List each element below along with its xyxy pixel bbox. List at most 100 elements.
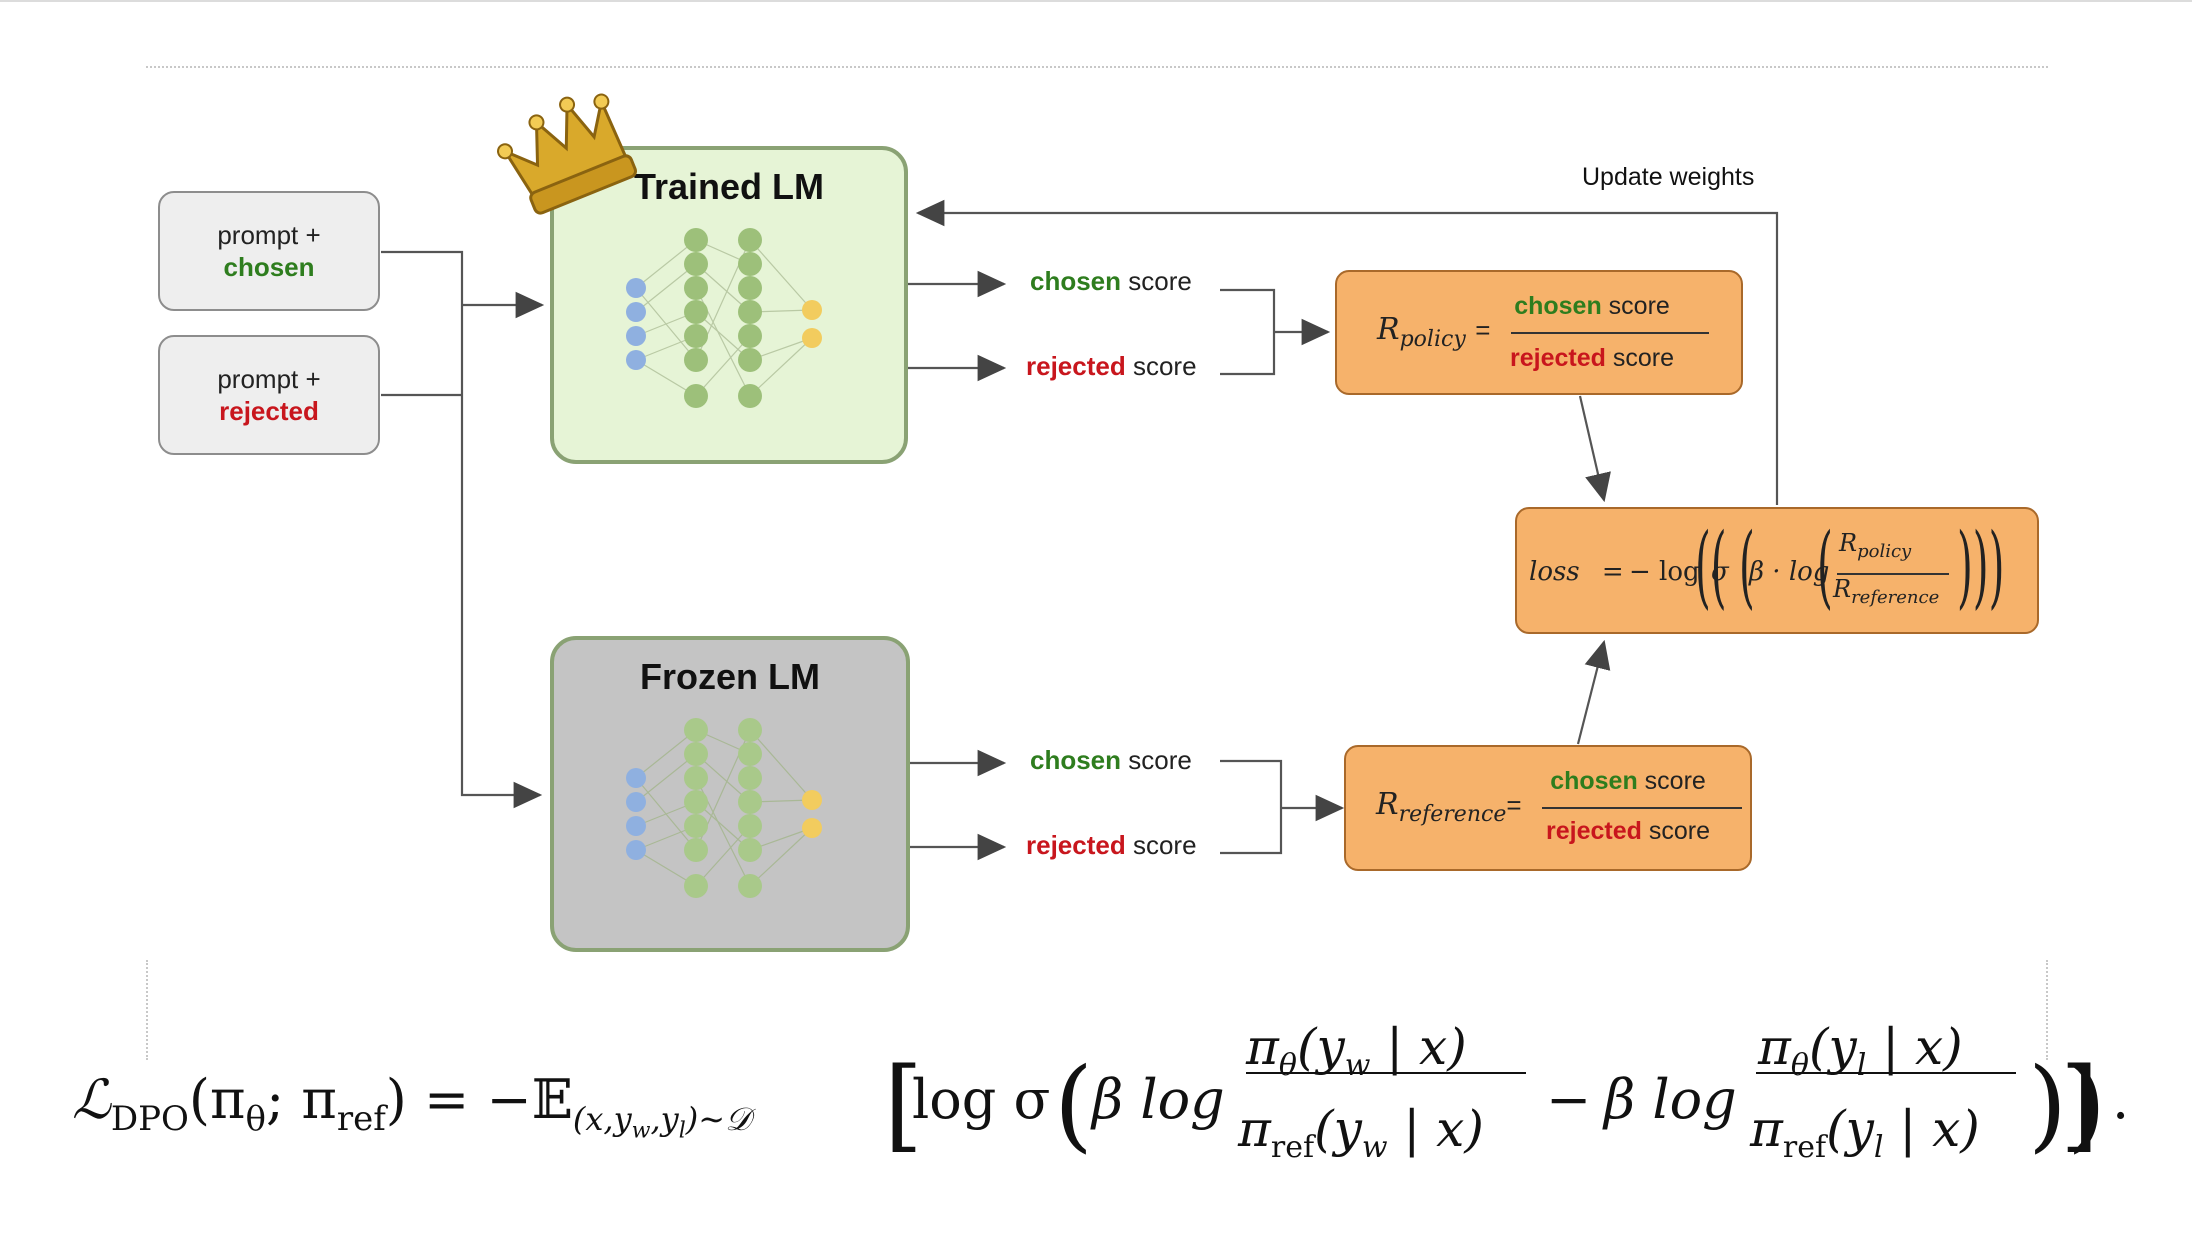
r-subscript: reference xyxy=(1398,802,1507,827)
chosen-word: chosen xyxy=(1514,292,1602,320)
fraction-bar xyxy=(1511,332,1709,334)
dpo-loss-formula: ℒDPO(πθ; πref) = −𝔼(x,yw,yl)∼𝒟 xyxy=(72,1068,751,1143)
crown-icon xyxy=(497,93,637,215)
ref-sub: ref xyxy=(1782,1130,1827,1165)
top-border xyxy=(0,0,2192,2)
r-reference-symbol: Rreference= xyxy=(1376,787,1522,827)
loss-equals: = xyxy=(1601,557,1624,587)
sigma-symbol: σ xyxy=(1711,557,1729,587)
r-letter: R xyxy=(1376,787,1399,822)
prompt-to-frozen-arrow xyxy=(381,250,543,809)
comma-y: ,y xyxy=(650,1099,679,1138)
r-letter: R xyxy=(1833,575,1852,603)
loss-symbol: loss xyxy=(1529,557,1580,587)
paren-close: ))) xyxy=(1957,514,2005,619)
dpo-fraction-bar-2 xyxy=(1756,1072,2016,1074)
score-word: score xyxy=(1128,745,1192,775)
y-arg: (y xyxy=(1296,1018,1345,1076)
given-x: | x) xyxy=(1370,1018,1467,1076)
w-sub: w xyxy=(1361,1130,1388,1165)
update-weights-arrow xyxy=(915,199,1779,505)
fraction1-numerator: πθ(yw | x) xyxy=(1246,1018,1467,1083)
loss-formula: loss = xyxy=(1529,557,1624,587)
paren-open: (( xyxy=(1695,514,1727,619)
r-letter: R xyxy=(1377,312,1400,347)
l-sub: l xyxy=(1873,1130,1884,1165)
trained-chosen-score: chosen score xyxy=(1030,266,1192,297)
paren-open-2: ( xyxy=(1739,514,1755,619)
beta-log-1: β log xyxy=(1092,1068,1225,1131)
dist-sym: )∼𝒟 xyxy=(685,1099,751,1138)
equals-sign: = xyxy=(1475,315,1491,345)
equals-sign: = xyxy=(1506,790,1522,820)
r-subscript: policy xyxy=(1857,540,1912,562)
fraction2-numerator: πθ(yl | x) xyxy=(1758,1018,1963,1083)
r-subscript: reference xyxy=(1851,586,1940,608)
bracket-open: [ xyxy=(884,1046,924,1163)
trained-lm-box: Trained LM xyxy=(550,146,908,464)
y-arg: (y xyxy=(1808,1018,1857,1076)
pi: π xyxy=(1750,1100,1783,1158)
expect-sub: (x,y xyxy=(572,1099,632,1138)
loss-script-L: ℒ xyxy=(72,1068,111,1131)
trained-lm-title: Trained LM xyxy=(633,166,825,207)
frozen-lm-box: Frozen LM xyxy=(550,636,910,952)
rejected-word: rejected xyxy=(1026,351,1126,381)
rejected-word: rejected xyxy=(1546,817,1642,845)
pi: π xyxy=(1246,1018,1279,1076)
w-sub: w xyxy=(1344,1048,1371,1083)
l-sub: l xyxy=(678,1118,686,1144)
prompt-chosen-line2: chosen xyxy=(223,252,315,282)
given-x: | x) xyxy=(1883,1100,1980,1158)
ref-pi: ; π xyxy=(265,1068,337,1131)
chosen-word: chosen xyxy=(1550,767,1638,795)
loss-box: loss = − log (( σ ( β · log ( Rpolicy Rr… xyxy=(1515,507,2039,634)
paren-close-big: )) xyxy=(2028,1046,2107,1163)
dotted-separator-left xyxy=(146,960,148,1060)
neural-network-icon xyxy=(626,228,822,408)
l-sub: l xyxy=(1856,1048,1867,1083)
r-subscript: policy xyxy=(1399,327,1466,352)
given-x: | x) xyxy=(1387,1100,1484,1158)
dotted-separator-right xyxy=(2046,960,2048,1060)
bracket-close: ] xyxy=(2060,1046,2100,1163)
pi: π xyxy=(1238,1100,1271,1158)
y-arg: (y xyxy=(1826,1100,1874,1158)
loss-numerator: Rpolicy xyxy=(1839,529,1911,562)
r-policy-denominator: rejected score xyxy=(1487,344,1697,373)
prompt-rejected-line2: rejected xyxy=(219,396,319,426)
score-word: score xyxy=(1132,351,1197,381)
r-reference-denominator: rejected score xyxy=(1538,817,1718,846)
policy-pi: (π xyxy=(188,1068,246,1131)
frozen-chosen-score: chosen score xyxy=(1030,745,1192,776)
period: . xyxy=(2112,1068,2130,1131)
minus-log: − log xyxy=(1629,557,1700,587)
beta-log: β · log xyxy=(1749,557,1830,587)
y-arg: (y xyxy=(1314,1100,1362,1158)
score-word: score xyxy=(1644,767,1706,795)
frozen-lm-title: Frozen LM xyxy=(640,656,820,697)
prompt-chosen-box: prompt + chosen xyxy=(158,191,380,311)
r-policy-symbol: Rpolicy = xyxy=(1377,312,1490,352)
r-policy-numerator: chosen score xyxy=(1487,292,1697,321)
rejected-word: rejected xyxy=(1510,344,1606,372)
dotted-separator-top xyxy=(146,66,2048,68)
prompt-rejected-box: prompt + rejected xyxy=(158,335,380,455)
rejected-word: rejected xyxy=(1026,830,1126,860)
beta-log-2: β log xyxy=(1604,1068,1737,1131)
close-paren: ) xyxy=(385,1068,407,1131)
fraction2-denominator: πref(yl | x) xyxy=(1750,1100,1980,1165)
ref-sub: ref xyxy=(336,1098,386,1139)
score-word: score xyxy=(1608,292,1670,320)
pi: π xyxy=(1758,1018,1791,1076)
trained-rejected-score: rejected score xyxy=(1026,351,1197,382)
theta-sub: θ xyxy=(1278,1048,1297,1083)
fraction-bar xyxy=(1542,807,1742,809)
theta-sub: θ xyxy=(1790,1048,1809,1083)
log-sigma: log σ xyxy=(912,1068,1051,1131)
chosen-word: chosen xyxy=(1030,266,1122,296)
minus-sign: − xyxy=(1546,1068,1592,1131)
dpo-subscript: DPO xyxy=(110,1098,189,1139)
update-weights-label: Update weights xyxy=(1582,163,1755,191)
